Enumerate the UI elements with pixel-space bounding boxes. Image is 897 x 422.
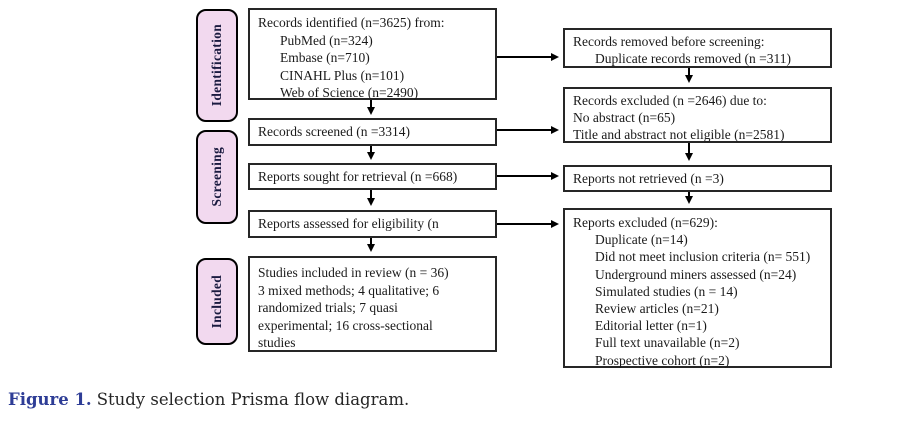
arrow-excluded-to-not-retrieved-icon [684,143,693,161]
figure-caption-text: Study selection Prisma flow diagram. [96,390,410,409]
stage-identification: Identification [196,9,238,122]
records-excluded-line: Title and abstract not eligible (n=2581) [573,127,785,142]
arrow-assessed-to-reports-excluded-icon [497,219,559,228]
source-web-of-science: Web of Science (n=2490) [280,85,419,100]
box-records-screened: Records screened (n =3314) [248,118,497,146]
box-studies-included: Studies included in review (n = 36) 3 mi… [248,256,497,352]
box-records-removed: Records removed before screening: Duplic… [563,28,832,68]
records-removed-item: Duplicate records removed (n =311) [595,51,792,66]
arrow-screened-to-excluded-icon [497,125,559,134]
reports-excluded-item: Prospective cohort (n=2) [595,352,730,368]
stage-screening-label: Screening [209,147,224,207]
source-pubmed: PubMed (n=324) [280,32,373,48]
box-reports-excluded: Reports excluded (n=629): Duplicate (n=1… [563,208,832,368]
studies-included-line: 3 mixed methods; 4 qualitative; 6 [258,282,440,298]
arrow-not-retrieved-to-reports-excluded-icon [684,192,693,204]
source-embase: Embase (n=710) [280,50,370,65]
box-reports-sought: Reports sought for retrieval (n =668) [248,163,497,190]
reports-excluded-item: Underground miners assessed (n=24) [595,266,797,282]
source-cinahl: CINAHL Plus (n=101) [280,67,405,83]
arrow-removed-to-excluded-icon [684,68,693,83]
box-records-excluded: Records excluded (n =2646) due to: No ab… [563,87,832,143]
arrow-sought-to-assessed-icon [366,190,375,206]
reports-excluded-item: Simulated studies (n = 14) [595,283,738,299]
reports-assessed-text: Reports assessed for eligibility (n [258,216,439,232]
arrow-identified-to-screened-icon [366,100,375,115]
figure-caption: Figure 1.Study selection Prisma flow dia… [8,390,409,409]
box-records-identified: Records identified (n=3625) from: PubMed… [248,8,497,100]
records-excluded-line: No abstract (n=65) [573,110,676,125]
stage-identification-label: Identification [209,24,224,107]
records-removed-title: Records removed before screening: [573,34,765,49]
studies-included-line: Studies included in review (n = 36) [258,265,449,280]
reports-excluded-item: Editorial letter (n=1) [595,318,707,334]
reports-excluded-item: Duplicate (n=14) [595,232,688,248]
reports-not-retrieved-text: Reports not retrieved (n =3) [573,170,724,186]
records-excluded-line: Records excluded (n =2646) due to: [573,93,767,108]
box-reports-not-retrieved: Reports not retrieved (n =3) [563,165,832,192]
reports-excluded-item: Review articles (n=21) [595,301,719,317]
reports-excluded-title: Reports excluded (n=629): [573,215,718,230]
reports-excluded-item: Did not meet inclusion criteria (n= 551) [595,249,811,265]
stage-included: Included [196,258,238,345]
box-reports-assessed: Reports assessed for eligibility (n [248,210,497,238]
studies-included-line: randomized trials; 7 quasi [258,300,398,315]
arrow-assessed-to-included-icon [366,238,375,252]
records-screened-text: Records screened (n =3314) [258,124,410,140]
figure-caption-label: Figure 1. [8,390,92,409]
arrow-sought-to-not-retrieved-icon [497,171,559,180]
reports-sought-text: Reports sought for retrieval (n =668) [258,168,458,184]
arrow-identified-to-removed-icon [497,52,559,61]
reports-excluded-item: Full text unavailable (n=2) [595,335,740,351]
studies-included-line: experimental; 16 cross-sectional [258,317,433,333]
stage-screening: Screening [196,130,238,224]
records-identified-title: Records identified (n=3625) from: [258,15,445,30]
arrow-screened-to-sought-icon [366,146,375,160]
stage-included-label: Included [209,274,224,329]
studies-included-line: studies [258,335,296,350]
